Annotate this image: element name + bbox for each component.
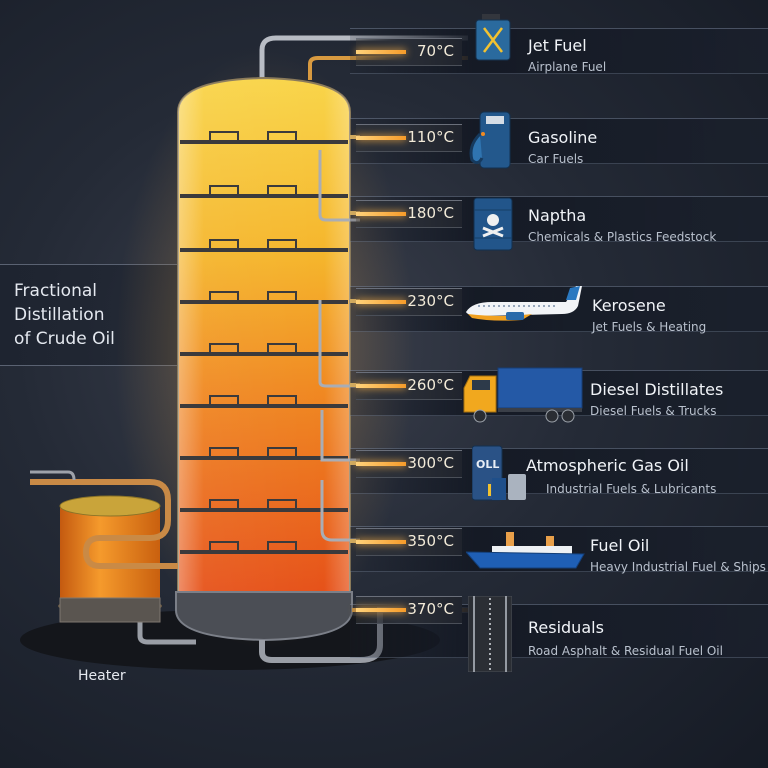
product-name: Atmospheric Gas Oil [526,456,689,475]
bubble-cap [209,541,239,553]
airplane-icon [466,286,582,321]
heater-inlet [30,470,76,481]
temperature-value: 370°C [407,600,454,618]
temperature-value: 260°C [407,376,454,394]
product-name: Gasoline [528,128,598,147]
bubble-cap [267,343,297,355]
bubble-cap [267,541,297,553]
temperature-tag: 70°C [356,38,462,66]
temperature-tag: 230°C [356,288,462,316]
temperature-value: 180°C [407,204,454,222]
product-description: Heavy Industrial Fuel & Ships [590,560,766,574]
glow-line [356,462,406,466]
fuel-pump-icon [469,111,511,169]
diesel-pipe [318,300,360,388]
product-name: Fuel Oil [590,536,650,555]
jerry-can-icon [475,14,511,61]
product-name: Diesel Distillates [590,380,724,399]
ship-icon [466,532,585,569]
glow-line [356,384,406,388]
bubble-cap [209,343,239,355]
title-line-2: Distillation [14,305,105,325]
product-name: Jet Fuel [528,36,587,55]
row-band [350,28,768,74]
glow-line [356,136,406,140]
glow-line [356,540,406,544]
bubble-cap [209,447,239,459]
glow-line [356,608,406,612]
bubble-cap [267,499,297,511]
temperature-value: 300°C [407,454,454,472]
temperature-value: 350°C [407,532,454,550]
temperature-tag: 370°C [356,596,462,624]
bubble-cap [209,499,239,511]
glow-line [356,212,406,216]
bubble-cap [209,239,239,251]
bubble-cap [267,291,297,303]
bubble-cap [267,131,297,143]
product-description: Diesel Fuels & Trucks [590,404,717,418]
glow-line [356,300,406,304]
temperature-value: 230°C [407,292,454,310]
temperature-tag: 300°C [356,450,462,478]
heater-coil [30,479,178,569]
temperature-tag: 180°C [356,200,462,228]
vapor-pipe [259,35,468,82]
column-base [175,591,353,642]
gas-oil-pipe [320,410,360,462]
product-name: Kerosene [592,296,666,315]
fuel-oil-pipe [320,480,360,542]
bubble-cap [209,395,239,407]
temperature-tag: 350°C [356,528,462,556]
truck-icon [463,367,583,423]
product-description: Road Asphalt & Residual Fuel Oil [528,644,723,658]
jet-fuel-pipe [308,56,468,80]
product-description: Airplane Fuel [528,60,607,74]
naptha-pipe [318,150,360,222]
glow-line [356,50,406,54]
temperature-tag: 260°C [356,372,462,400]
title-line-1: Fractional [14,281,97,301]
road-icon [468,596,512,672]
oil-barrels-icon: OLL [472,444,528,502]
barrel-label: OLL [476,458,500,471]
bubble-cap [209,131,239,143]
bubble-cap [267,395,297,407]
heater-tank [60,506,160,606]
temperature-value: 70°C [416,42,454,60]
bubble-cap [267,239,297,251]
bubble-cap [267,447,297,459]
product-description: Car Fuels [528,152,584,166]
heater-label: Heater [78,668,126,684]
bubble-cap [209,291,239,303]
bubble-cap [209,185,239,197]
product-name: Residuals [528,618,604,637]
temperature-tag: 110°C [356,124,462,152]
product-description: Jet Fuels & Heating [592,320,707,334]
toxic-barrel-icon [473,197,513,251]
product-description: Industrial Fuels & Lubricants [546,482,717,496]
column-shine [178,78,350,592]
heater-lid [59,495,161,517]
product-name: Naptha [528,206,587,225]
product-description: Chemicals & Plastics Feedstock [528,230,717,244]
feed-pipe [137,620,196,645]
bubble-cap [267,185,297,197]
temperature-value: 110°C [407,128,454,146]
heater-base [59,597,161,623]
title-line-3: of Crude Oil [14,329,115,349]
